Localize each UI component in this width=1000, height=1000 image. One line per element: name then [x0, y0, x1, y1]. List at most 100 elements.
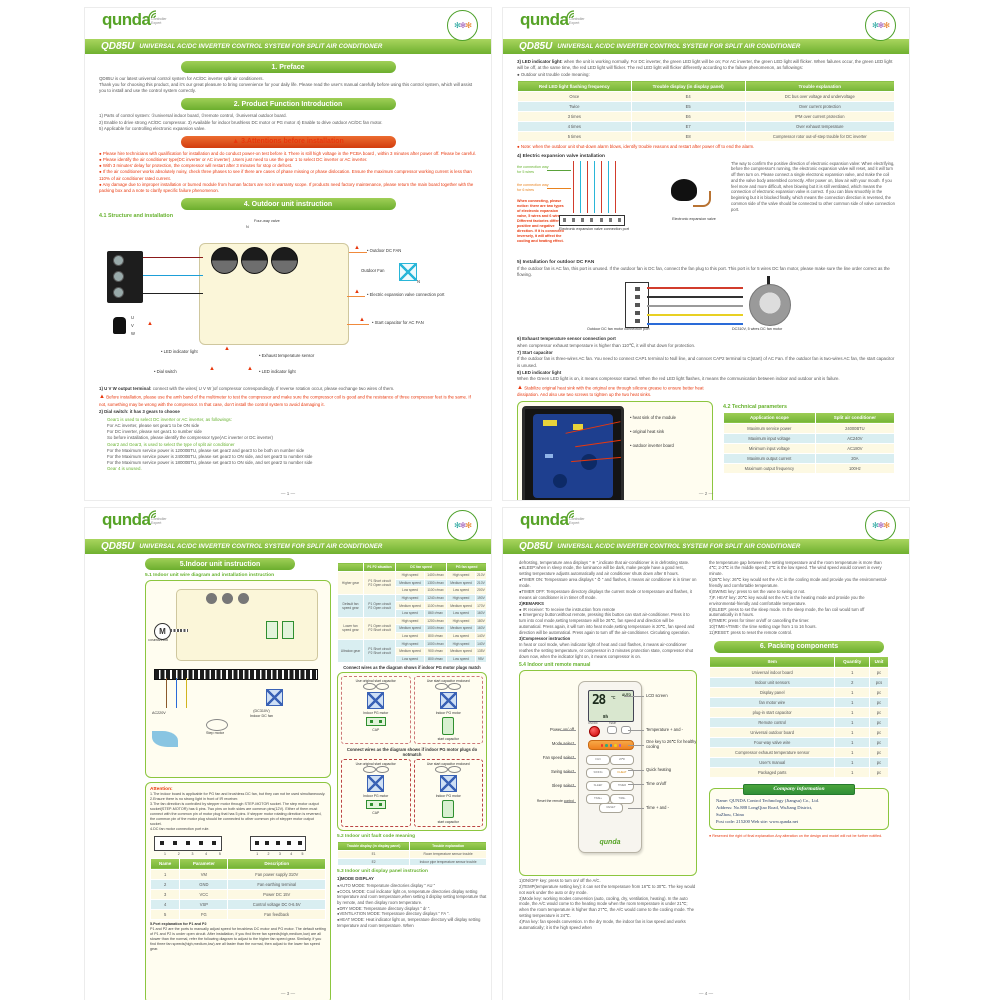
dial-line: For DC inverter, please set gear1 to num… [107, 429, 202, 435]
table-cell: 160V [474, 608, 488, 618]
temp-label: TEMP [609, 722, 617, 726]
table-cell: High speed [395, 639, 425, 648]
table-cell: E7 [630, 121, 746, 133]
remote-button[interactable]: SWING [586, 768, 610, 779]
fault-code-table: Trouble display (in display panel)Troubl… [336, 841, 487, 867]
indoor-wire-diagram: M COMPRESSOR AC220V (DC310V) Indoor DC f… [145, 580, 331, 778]
dc-fan-text: If the outdoor fan is AC fan, this port … [517, 266, 890, 278]
remote-label-swing: Swing select [551, 769, 574, 775]
table-cell: 200V [474, 586, 488, 595]
remote-button[interactable]: 26℃ [610, 755, 634, 766]
remote-button[interactable]: SLEEP [586, 781, 610, 792]
valve-coil-icon [671, 178, 697, 201]
panel-item: ●SLEEP:when in sleep mode, the luminance… [519, 565, 684, 577]
remote-button[interactable]: TIME+ [586, 794, 610, 805]
remote-button[interactable]: F.HEAT [610, 768, 634, 779]
table-cell: Medium speed [395, 578, 425, 588]
left-column: 5.Indoor unit instruction 5.1 Indoor uni… [145, 558, 331, 1000]
trouble-code-bullet: ● Outdoor unit trouble code meaning: [517, 72, 590, 78]
page-title: UNIVERSAL AC/DC INVERTER CONTROL SYSTEM … [139, 543, 383, 550]
capacitor-icon [211, 247, 238, 275]
remote-label-power: Power on/ off [549, 727, 574, 733]
mode-item: ●VENTILATION MODE: Temperature directory… [337, 911, 450, 917]
table-cell: 4 [149, 898, 181, 910]
table-cell: pc [868, 766, 890, 778]
function-item: 2) Enable to drive strong AC/DC compress… [99, 119, 383, 125]
table-cell: pcs [868, 676, 890, 688]
remote-button[interactable]: TIMER [610, 781, 634, 792]
n-label: N [246, 225, 249, 230]
table-cell: pc [868, 736, 890, 748]
key-item: 2)TEMP(temperature setting key): it can … [519, 883, 696, 895]
temp-up-button[interactable] [607, 726, 617, 735]
ac-label: AC220V [152, 711, 166, 715]
attention-list: ● Please hire technicians with qualifica… [99, 151, 477, 194]
power-button[interactable] [589, 726, 600, 738]
warning-triangle-icon: ▲ [247, 366, 253, 373]
eev-connect-warning: When connecting, please notice: there ar… [517, 198, 564, 243]
dial-line: Gear2 and Gear3, is used to select the t… [107, 441, 235, 447]
mode-item: ●HEAT MODE: Heat indicator light on, tem… [337, 917, 481, 928]
outdoor-unit-diagram: Four-way valve N U V W ▲ ▲ Outdoor DC FA… [99, 219, 477, 384]
table-cell: 1 [834, 716, 870, 728]
table-cell: Low speed [446, 586, 476, 595]
mode-list: ●AUTO MODE: Temperature directories disp… [337, 883, 487, 929]
company-line: Name: QUNDA Control Technology (Jiangsu)… [716, 797, 820, 803]
preface-text: QD85U is our latest universal control sy… [99, 76, 477, 94]
table-cell: Maximum input voltage [723, 432, 816, 444]
remote-label-lcd: LCD screen [646, 693, 668, 699]
fan-stem [767, 276, 770, 287]
table-cell: 1 [834, 706, 870, 718]
dial-line: For AC inverter, please set gear1 to be … [107, 423, 200, 429]
start-capacitor-icon [442, 800, 455, 819]
pg-diagram-nomatch-enclosed: Use start capacitor enclosed Indoor PG m… [413, 759, 483, 828]
outdoor-dc-fan-label: Outdoor DC FAN [367, 248, 402, 253]
table-cell: Control voltage DC 0-6.5V [227, 898, 326, 910]
terminal-strip [154, 669, 318, 680]
table-cell: Over current protection [744, 101, 896, 113]
warning-triangle-icon: ▲ [147, 321, 153, 328]
pin-numbers: 1 2 3 4 5 [164, 851, 227, 856]
footnote: ● Reserved the right of final explanatio… [709, 834, 883, 839]
remote-diagram-box: 28 ℃ AUTO 8h ON/OFF TEMP FAN 26℃ SWING F [519, 670, 697, 877]
signal-icon [566, 510, 575, 519]
page-title: UNIVERSAL AC/DC INVERTER CONTROL SYSTEM … [557, 543, 801, 550]
remote-control: 28 ℃ AUTO 8h ON/OFF TEMP FAN 26℃ SWING F [578, 681, 642, 854]
reset-button[interactable]: RESET [599, 803, 623, 814]
mode-item: ●AUTO MODE: Temperature directories disp… [337, 882, 436, 888]
remote-button[interactable]: FAN [586, 755, 610, 766]
table-cell: 1000 r/max [423, 624, 448, 633]
table-cell: Maximum service power [723, 422, 816, 434]
table-cell: High speed [446, 593, 476, 603]
dial-note-title: 2) Dial switch: it has 3 gears to choose [99, 409, 180, 415]
table-cell: E5 [630, 101, 746, 113]
table-cell: High speed [395, 593, 425, 603]
warning-triangle-icon: ▲ [517, 385, 523, 392]
pg-motor-icon [439, 775, 457, 793]
mode-display-title: 1)MODE DISPLAY [337, 876, 374, 882]
table-cell: Low speed [395, 586, 425, 595]
pg-nomatch-title: Connect wires as the diagram shows if in… [346, 747, 478, 758]
table-cell: Fan power supply 310V [227, 868, 326, 880]
fan-symbol-icon [399, 263, 417, 282]
model-number: QD85U [101, 541, 135, 552]
attention-item: 4.DC fan motor connection port rule. [150, 826, 210, 831]
table-cell: 800 r/max [423, 654, 448, 664]
dial-line: So before installation, please identify … [107, 435, 273, 441]
table-cell: pc [868, 696, 890, 708]
table-header-cell: Application scope [723, 411, 816, 424]
table-cell: 1100 r/max [423, 601, 448, 610]
